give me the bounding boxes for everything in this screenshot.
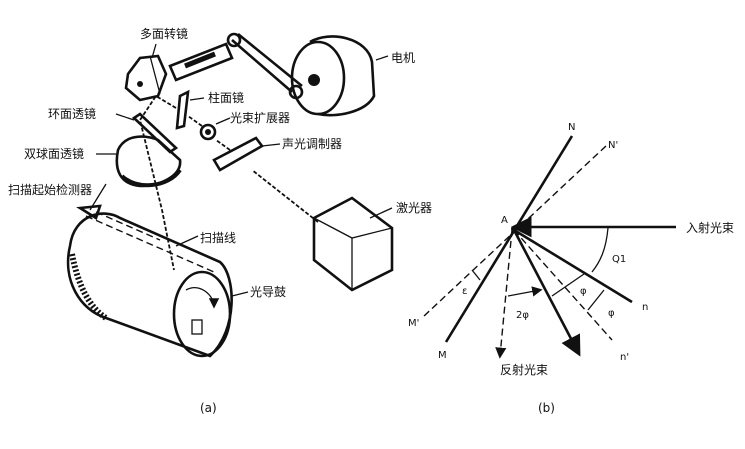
label-M-prime: M' [408, 318, 419, 329]
laser-box [312, 196, 394, 292]
label-scan-line: 扫描线 [200, 231, 236, 245]
label-Q1: Q1 [612, 254, 626, 265]
motor [290, 35, 389, 117]
label-phi2: φ [608, 308, 615, 319]
figure-b: N N' A 入射光束 Q1 n n' M M' 反射光束 2φ φ φ ε (… [408, 122, 734, 415]
polygon-shaft [168, 42, 234, 82]
figure-a: 多面转镜 电机 柱面镜 环面透镜 光束扩展器 声光调制器 双球面透镜 扫描起始检… [8, 26, 432, 415]
label-scan-start-detector: 扫描起始检测器 [8, 182, 92, 197]
line-N-M [444, 135, 574, 343]
label-laser: 激光器 [396, 201, 432, 215]
drive-belt [226, 32, 304, 100]
label-N: N [568, 122, 575, 133]
photoconductor-drum [66, 212, 249, 358]
caption-b: (b) [538, 401, 555, 415]
label-reflected-beam: 反射光束 [500, 362, 548, 377]
reflected-beam-solid [512, 229, 581, 357]
label-photoconductor-drum: 光导鼓 [250, 285, 286, 299]
polygon-mirror [124, 43, 168, 102]
scan-start-detector [76, 183, 161, 241]
label-motor: 电机 [391, 51, 415, 65]
angle-phi-arc [551, 273, 585, 297]
laser-beam [139, 94, 319, 271]
angle-epsilon-arc [471, 269, 481, 281]
angle-phi2-arc [587, 289, 605, 311]
label-incident-beam: 入射光束 [686, 220, 734, 235]
label-polygon-mirror: 多面转镜 [140, 26, 188, 41]
biconvex-lens [96, 135, 182, 188]
label-toroidal-lens: 环面透镜 [48, 106, 96, 121]
label-cylindrical-mirror: 柱面镜 [208, 90, 244, 105]
label-n: n [642, 302, 648, 313]
label-acousto-optic-modulator: 声光调制器 [282, 137, 342, 151]
label-epsilon: ε [462, 286, 467, 297]
reflected-beam-dashed [495, 229, 513, 359]
angle-q1-arc [591, 227, 609, 273]
label-beam-expander: 光束扩展器 [230, 111, 290, 125]
label-2phi: 2φ [516, 310, 529, 321]
beam-expander [199, 117, 231, 141]
label-A: A [501, 215, 508, 226]
angle-2phi-arc [507, 286, 543, 297]
cylindrical-mirror [175, 89, 190, 130]
label-biconvex-lens: 双球面透镜 [24, 146, 84, 161]
line-n-prime [513, 229, 613, 341]
caption-a: (a) [200, 401, 217, 415]
acousto-optic-modulator [212, 136, 281, 172]
label-M: M [438, 350, 447, 361]
line-n [513, 228, 633, 304]
label-N-prime: N' [608, 140, 618, 151]
label-phi: φ [580, 286, 587, 297]
label-n-prime: n' [620, 352, 629, 363]
